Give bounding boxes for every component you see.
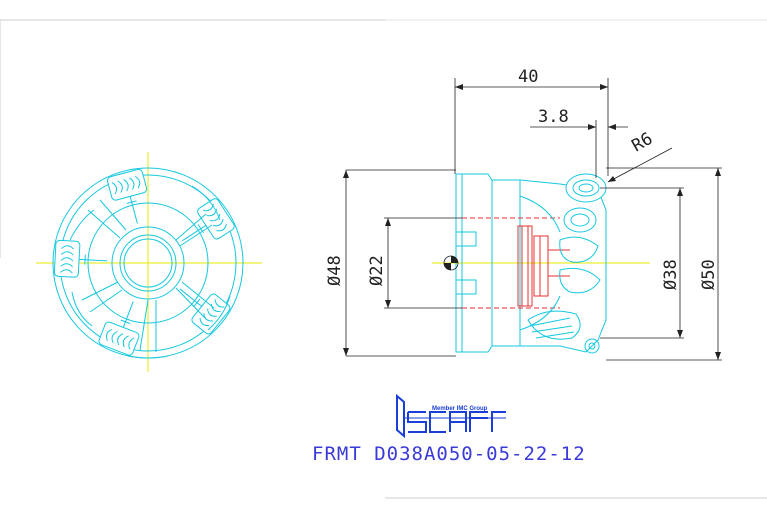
part-number: FRMT D038A050-05-22-12 — [312, 443, 586, 465]
side-view: 40 3.8 R6 Ø48 Ø22 Ø38 Ø50 — [325, 67, 722, 361]
hidden-bore — [462, 217, 570, 309]
dim-cutting-diameter: Ø50 — [699, 259, 719, 290]
side-inserts — [519, 173, 607, 354]
sheet-frame — [0, 19, 767, 499]
brand-tagline: Member IMC Group — [432, 406, 488, 412]
front-flutes — [69, 185, 231, 359]
iscar-logo-icon — [396, 393, 506, 439]
dim-body-diameter: Ø48 — [325, 255, 345, 286]
dim-offset: 3.8 — [538, 107, 569, 127]
dimension-lines — [343, 78, 722, 361]
front-inserts — [53, 168, 235, 356]
brand-logo: Member IMC Group — [396, 393, 506, 439]
dim-length: 40 — [518, 67, 538, 87]
dim-radius: R6 — [629, 129, 657, 157]
dim-bore-diameter: Ø22 — [367, 255, 387, 286]
dim-shank-diameter: Ø38 — [661, 259, 681, 290]
front-bore-circle — [111, 226, 185, 300]
front-view — [36, 152, 262, 372]
